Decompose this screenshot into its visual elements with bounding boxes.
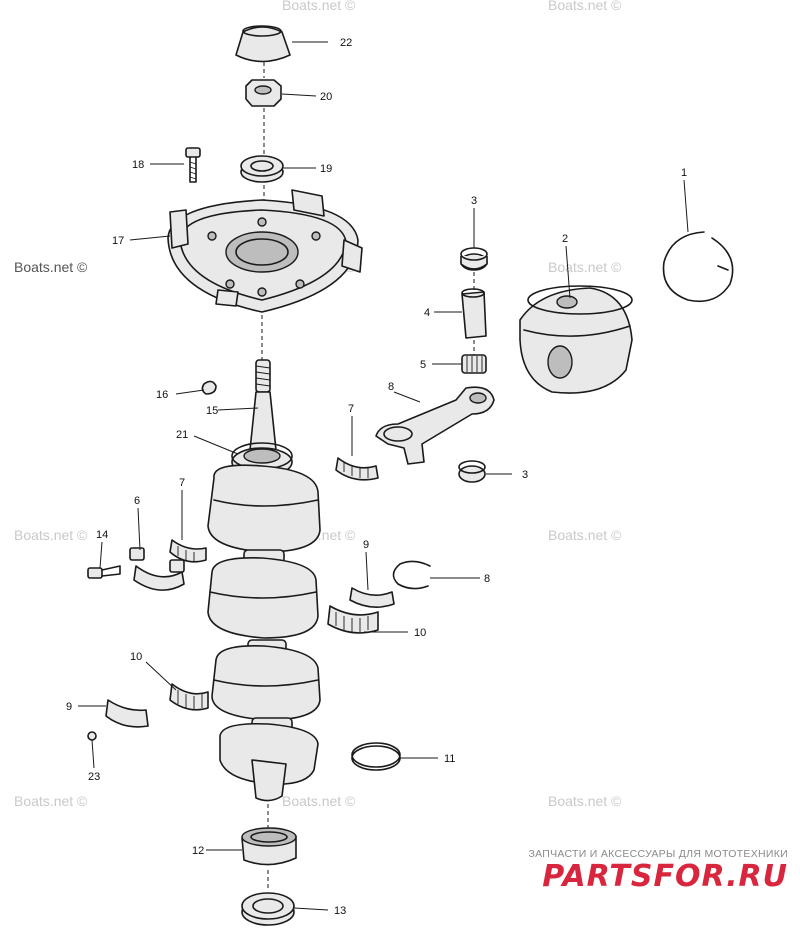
callout-9: 9 [363,539,369,551]
part-16-key [201,380,217,395]
callout-18: 18 [132,159,144,171]
part-8-retaining-ring [392,560,431,590]
callout-3: 3 [522,469,528,481]
part-10-needle-cage-left [169,683,209,711]
part-20-nut [245,79,282,107]
callout-23: 23 [88,771,100,783]
callout-20: 20 [320,91,332,103]
part-18-screw [185,147,201,183]
callouts: 22 20 19 18 17 1 2 3 4 5 8 7 3 16 15 21 … [66,37,687,917]
callout-16: 16 [156,389,168,401]
part-22-cap [235,25,291,63]
callout-22: 22 [340,37,352,49]
watermark: Boats.net © [548,527,622,543]
leader-lines [78,41,689,911]
part-8-connecting-rod [375,386,495,465]
callout-21: 21 [176,429,188,441]
brand-watermark: ЗАПЧАСТИ И АКСЕССУАРЫ ДЛЯ МОТОТЕХНИКИ PA… [488,848,788,894]
brand-logo: PARTSFOR.RU [542,859,788,894]
callout-15: 15 [206,405,218,417]
part-23-ball [87,731,97,741]
callout-1: 1 [681,167,687,179]
part-7-bearing-left [169,539,207,563]
callout-8: 8 [388,381,394,393]
part-12-bearing [241,827,297,866]
callout-7: 7 [179,477,185,489]
part-3-washer-upper [460,247,488,271]
watermark: Boats.net © [548,0,622,13]
part-17-carrier-plate [167,189,363,313]
callout-6: 6 [134,495,140,507]
part-11-ring [351,742,401,771]
callout-5: 5 [420,359,426,371]
watermark: Boats.net © [14,793,88,809]
callout-3: 3 [471,195,477,207]
callout-10: 10 [130,651,142,663]
callout-19: 19 [320,163,332,175]
part-14-screw [87,565,121,579]
callout-2: 2 [562,233,568,245]
callout-17: 17 [112,235,124,247]
watermark: Boats.net © [14,259,88,275]
part-5-needle-bearing [461,354,487,374]
brand-tagline: ЗАПЧАСТИ И АКСЕССУАРЫ ДЛЯ МОТОТЕХНИКИ [528,848,788,860]
part-10-needle-cage-right [327,605,379,634]
callout-8: 8 [484,573,490,585]
part-19-seal [240,155,284,183]
part-7-bearing-upper [335,457,379,481]
callout-7: 7 [348,403,354,415]
watermark: Boats.net © [14,527,88,543]
watermark: Boats.net © [548,793,622,809]
part-1-ring [662,231,734,303]
part-4-wrist-pin [461,288,487,339]
crankshaft [207,359,321,802]
callout-12: 12 [192,845,204,857]
part-2-piston [519,285,633,394]
part-6-rod-cap [129,547,185,591]
part-3-washer-lower [458,460,486,483]
watermark: Boats.net © [548,259,622,275]
callout-11: 11 [444,753,455,765]
callout-10: 10 [414,627,426,639]
part-9-bearing-left [105,699,149,728]
callout-9: 9 [66,701,72,713]
callout-13: 13 [334,905,346,917]
part-9-bearing-right [349,587,395,608]
watermark: Boats.net © [282,0,356,13]
watermark: Boats.net © [282,793,356,809]
callout-4: 4 [424,307,430,319]
callout-14: 14 [96,529,108,541]
part-13-washer [241,892,295,926]
